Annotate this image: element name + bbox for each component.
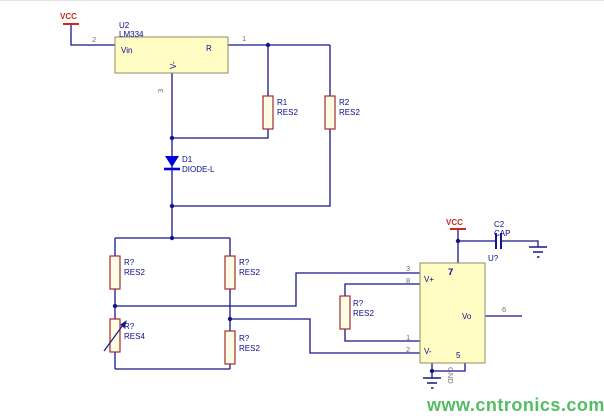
amp-pin2-number: 2 xyxy=(406,345,410,354)
junction-dot xyxy=(455,238,461,244)
u2-regulator-body xyxy=(114,36,229,74)
bridge-br-value-label: RES2 xyxy=(239,344,260,353)
bridge-br-designator-label: R? xyxy=(239,334,250,343)
amp-pin1-number: 1 xyxy=(406,333,410,342)
bridge-resistor-top-right-body xyxy=(224,255,236,290)
amp-vo-pin-name: Vo xyxy=(462,312,472,321)
wire-gain-resistor-bottom xyxy=(344,329,420,342)
amp-pin5-number: 5 xyxy=(456,351,461,360)
d1-value-label: DIODE-L xyxy=(182,165,215,174)
r2-designator-label: R2 xyxy=(339,98,350,107)
resistor-r1-body xyxy=(262,95,274,130)
bridge-pot-designator-label: R? xyxy=(124,322,135,331)
r1-designator-label: R1 xyxy=(277,98,288,107)
gnd-net-label: GND xyxy=(446,367,455,384)
junction-layer xyxy=(112,42,461,374)
bridge-pot-value-label: RES4 xyxy=(124,332,145,341)
gain-resistor-body xyxy=(339,295,351,330)
amp-pin3-number: 3 xyxy=(406,264,410,273)
wire-vcc-to-u2-pin2 xyxy=(70,24,115,46)
power-symbol-layer xyxy=(63,23,547,389)
amp-pin6-number: 6 xyxy=(502,305,506,314)
u2-vin-pin-name: Vin xyxy=(121,46,132,55)
junction-dot xyxy=(429,368,435,374)
r2-value-label: RES2 xyxy=(339,108,360,117)
bridge-resistor-top-left-body xyxy=(109,255,121,290)
amp-vminus-pin-name: V- xyxy=(424,347,432,356)
wire-left-tap-to-amp-pin3 xyxy=(115,272,420,307)
wire-gain-resistor-top xyxy=(344,283,420,296)
text-layer: VCC VCC 2 1 3 U2 LM334 Vin R V- R1 RES2 … xyxy=(60,12,604,415)
junction-dot xyxy=(169,235,175,241)
junction-dot xyxy=(227,316,233,322)
amplifier-body xyxy=(419,262,486,364)
amp-pin8-number: 8 xyxy=(406,276,410,285)
wire-r1-branch xyxy=(172,45,269,139)
bridge-resistor-bottom-right-body xyxy=(224,330,236,365)
amp-designator-label: U? xyxy=(488,254,499,263)
capacitor-plates-icon xyxy=(495,233,502,249)
gain-resistor-designator-label: R? xyxy=(353,299,364,308)
diode-anode-triangle-icon xyxy=(165,156,179,167)
bridge-tl-designator-label: R? xyxy=(124,258,135,267)
watermark-text: www.cntronics.com xyxy=(426,395,604,415)
bridge-tl-value-label: RES2 xyxy=(124,268,145,277)
ground-icon xyxy=(529,246,547,258)
vcc-net-label: VCC xyxy=(60,12,77,21)
d1-designator-label: D1 xyxy=(182,155,193,164)
potentiometer-arrow xyxy=(103,324,124,352)
u2-vminus-pin-name: V- xyxy=(169,61,178,69)
wire-amp-pin5-join xyxy=(432,363,466,372)
ground-icon xyxy=(423,377,441,389)
bridge-tr-designator-label: R? xyxy=(239,258,250,267)
u2-pin2-number: 2 xyxy=(92,35,96,44)
component-layer xyxy=(103,36,502,365)
bridge-tr-value-label: RES2 xyxy=(239,268,260,277)
vcc-net-label: VCC xyxy=(446,218,463,227)
junction-dot xyxy=(169,135,175,141)
u2-designator-label: U2 xyxy=(119,21,130,30)
junction-dot xyxy=(112,303,118,309)
u2-part-label: LM334 xyxy=(119,30,144,39)
resistor-r2-body xyxy=(324,95,336,130)
u2-pin1-number: 1 xyxy=(242,34,246,43)
c2-designator-label: C2 xyxy=(494,220,505,229)
amp-pin7-number: 7 xyxy=(448,267,453,278)
amp-vplus-pin-name: V+ xyxy=(424,275,434,284)
junction-dot xyxy=(169,203,175,209)
r1-value-label: RES2 xyxy=(277,108,298,117)
junction-dot xyxy=(265,42,271,48)
wire-right-tap-to-amp-pin2 xyxy=(230,318,420,354)
gain-resistor-value-label: RES2 xyxy=(353,309,374,318)
u2-pin3-number: 3 xyxy=(156,89,165,93)
potentiometer-arrowhead-icon xyxy=(120,320,127,329)
wire-cap-to-ground xyxy=(501,240,539,247)
c2-value-label: CAP xyxy=(494,229,510,238)
u2-r-pin-name: R xyxy=(206,44,212,53)
